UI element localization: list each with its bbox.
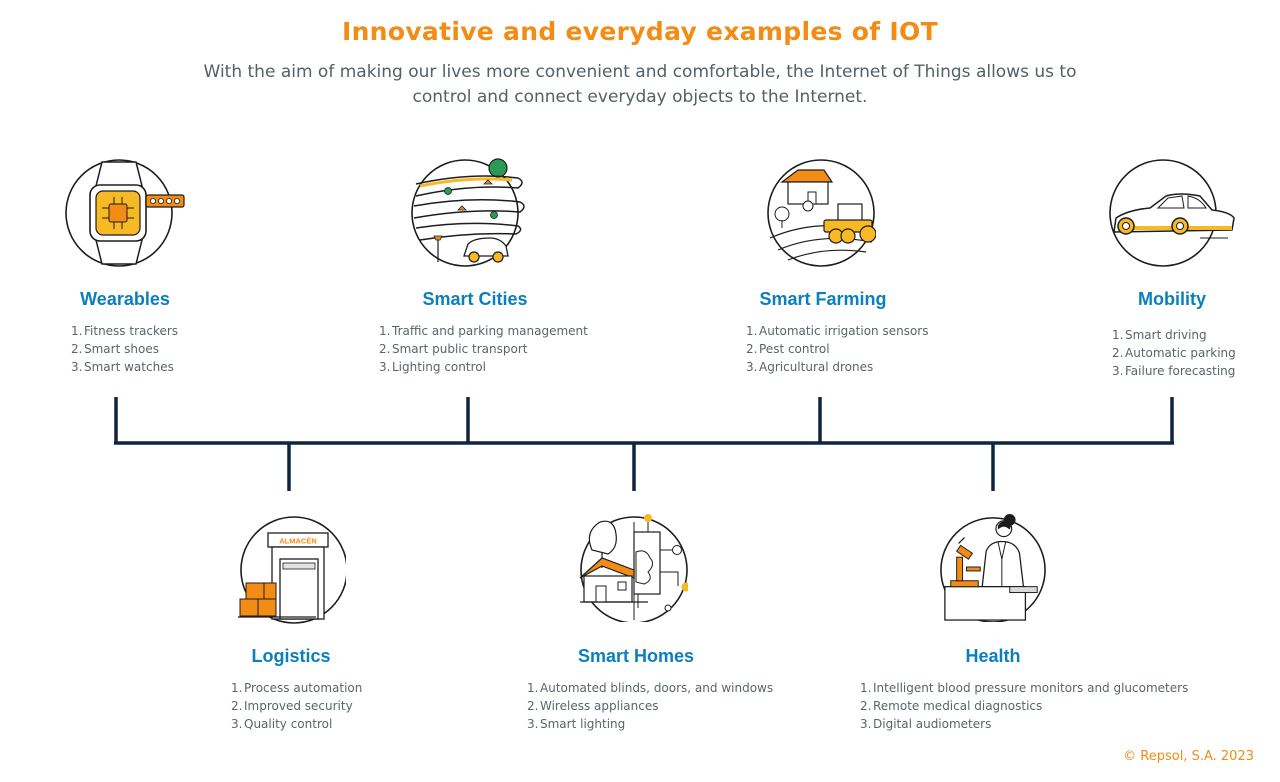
category-title: Mobility <box>1138 289 1206 309</box>
warehouse-sign: ALMACÉN <box>279 537 317 546</box>
smart-house-icon <box>579 514 688 622</box>
list-item: 1.Automatic irrigation sensors <box>746 324 929 338</box>
list-item: 3.Digital audiometers <box>860 717 992 731</box>
warehouse-icon: ALMACÉN <box>238 516 346 624</box>
list-item: 1.Fitness trackers <box>71 324 179 338</box>
category-items: 1.Automated blinds, doors, and windows 2… <box>527 679 773 733</box>
category-title: Health <box>965 646 1021 666</box>
category-title: Smart Cities <box>422 289 528 309</box>
list-item: 3.Failure forecasting <box>1112 364 1236 378</box>
list-item: 2.Smart public transport <box>379 342 528 356</box>
car-icon <box>1109 159 1235 267</box>
list-item: 3.Smart watches <box>71 360 174 374</box>
category-title: Logistics <box>251 646 331 666</box>
list-item: 3.Agricultural drones <box>746 360 874 374</box>
category-title: Smart Farming <box>759 289 887 309</box>
page-subtitle: With the aim of making our lives more co… <box>203 62 1077 107</box>
list-item: 1.Intelligent blood pressure monitors an… <box>860 681 1189 695</box>
list-item: 2.Wireless appliances <box>527 699 659 713</box>
category-items: 1.Traffic and parking management 2.Smart… <box>379 322 588 376</box>
smartwatch-icon <box>65 159 185 267</box>
list-item: 2.Automatic parking <box>1112 346 1236 360</box>
list-item: 2.Improved security <box>231 699 353 713</box>
list-item: 2.Remote medical diagnostics <box>860 699 1043 713</box>
category-items: 1.Process automation 2.Improved security… <box>231 679 362 733</box>
category-items: 1.Automatic irrigation sensors 2.Pest co… <box>746 322 928 376</box>
page-title: Innovative and everyday examples of IOT <box>342 17 938 46</box>
doctor-microscope-icon <box>940 513 1046 622</box>
category-title: Wearables <box>80 289 170 309</box>
copyright-notice: © Repsol, S.A. 2023 <box>1123 749 1254 764</box>
category-items: 1.Smart driving 2.Automatic parking 3.Fa… <box>1112 326 1236 380</box>
category-items: 1.Intelligent blood pressure monitors an… <box>860 679 1188 733</box>
list-item: 1.Automated blinds, doors, and windows <box>527 681 774 695</box>
list-item: 3.Lighting control <box>379 360 486 374</box>
farm-tractor-icon <box>767 159 876 267</box>
list-item: 1.Smart driving <box>1112 328 1207 342</box>
list-item: 2.Smart shoes <box>71 342 159 356</box>
list-item: 2.Pest control <box>746 342 830 356</box>
list-item: 3.Smart lighting <box>527 717 626 731</box>
category-items: 1.Fitness trackers 2.Smart shoes 3.Smart… <box>71 322 178 376</box>
list-item: 1.Traffic and parking management <box>379 324 588 338</box>
city-parking-icon <box>411 158 525 267</box>
category-title: Smart Homes <box>577 646 695 666</box>
list-item: 3.Quality control <box>231 717 333 731</box>
list-item: 1.Process automation <box>231 681 363 695</box>
